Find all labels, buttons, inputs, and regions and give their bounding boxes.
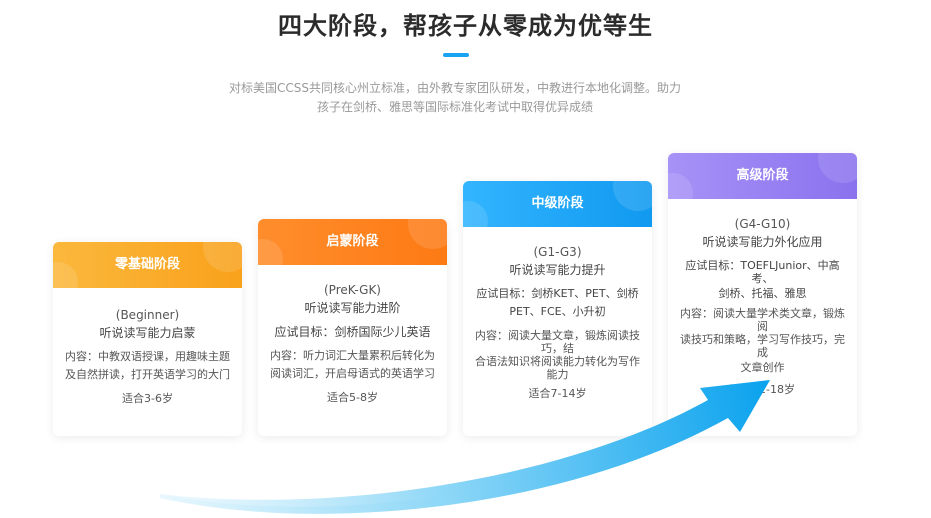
stage-level: (G4-G10) — [734, 217, 791, 231]
stage-content-line: 合语法知识将阅读能力转化为写作 — [475, 355, 640, 368]
stage-content-line: 文章创作 — [740, 361, 785, 374]
stage-content-line: 阅 — [757, 320, 768, 333]
title-underline — [443, 53, 469, 57]
stage-card-body: (Beginner) 听说读写能力启蒙 内容：中教双语授课，用趣味主题 及自然拼… — [53, 306, 242, 408]
stage-content-line: 内容：阅读大量学术类文章，锻炼 — [680, 307, 845, 320]
page-title: 四大阶段，帮孩子从零成为优等生 — [278, 12, 653, 40]
stage-content-line: 阅读词汇，开启母语式的英语学习 — [270, 367, 435, 380]
stage-exam-line: 剑桥、托福、雅思 — [718, 287, 807, 300]
stage-content-line: 巧，结 — [541, 342, 574, 355]
subtitle-line-2: 孩子在剑桥、雅思等国际标准化考试中取得优异成绩 — [316, 100, 593, 114]
stage-card-header: 高级阶段 — [668, 153, 857, 199]
stage-name: 启蒙阶段 — [326, 234, 379, 249]
stage-content-line: 及自然拼读，打开英语学习的大门 — [65, 368, 230, 381]
stage-card-body: (G1-G3) 听说读写能力提升 应试目标：剑桥KET、PET、剑桥 PET、F… — [463, 243, 652, 403]
stage-exam-line: PET、FCE、小升初 — [509, 305, 606, 318]
stage-card-header: 零基础阶段 — [53, 242, 242, 288]
stage-name: 中级阶段 — [531, 196, 584, 211]
stage-content-line: 内容：中教双语授课，用趣味主题 — [65, 350, 230, 363]
stage-card-beginner: 零基础阶段 (Beginner) 听说读写能力启蒙 内容：中教双语授课，用趣味主… — [53, 242, 242, 436]
stage-content-line: 能力 — [546, 368, 569, 381]
stage-name: 高级阶段 — [736, 168, 789, 183]
stage-goal: 听说读写能力外化应用 — [702, 235, 823, 249]
subtitle-line-1: 对标美国CCSS共同核心州立标准，由外教专家团队研发，中教进行本地化调整。助力 — [229, 81, 681, 95]
stage-age: 适合3-6岁 — [122, 392, 173, 405]
stage-content-line: 内容：阅读大量文章，锻炼阅读技 — [475, 329, 640, 342]
page-subtitle: 对标美国CCSS共同核心州立标准，由外教专家团队研发，中教进行本地化调整。助力 … — [215, 79, 695, 117]
stage-card-prek: 启蒙阶段 (PreK-GK) 听说读写能力进阶 应试目标：剑桥国际少儿英语 内容… — [258, 219, 447, 436]
stage-level: (G1-G3) — [533, 245, 582, 259]
stage-exam: 应试目标：剑桥国际少儿英语 — [274, 325, 431, 339]
stage-exam-line: 考、 — [751, 272, 774, 285]
stage-level: (Beginner) — [115, 308, 180, 322]
stage-age: 适合7-14岁 — [528, 387, 587, 400]
stage-level: (PreK-GK) — [324, 283, 381, 297]
stage-card-header: 中级阶段 — [463, 181, 652, 227]
stage-name: 零基础阶段 — [114, 257, 180, 272]
stage-age: 适合5-8岁 — [327, 391, 378, 404]
stage-goal: 听说读写能力启蒙 — [99, 326, 196, 340]
stage-card-body: (PreK-GK) 听说读写能力进阶 应试目标：剑桥国际少儿英语 内容：听力词汇… — [258, 281, 447, 407]
stage-exam-line: 应试目标：TOEFLJunior、中高 — [685, 259, 840, 272]
stage-content-line: 成 — [757, 346, 768, 359]
stage-card-body: (G4-G10) 听说读写能力外化应用 应试目标：TOEFLJunior、中高 … — [668, 215, 857, 399]
stage-goal: 听说读写能力提升 — [509, 263, 606, 277]
stage-card-header: 启蒙阶段 — [258, 219, 447, 265]
stage-card-intermediate: 中级阶段 (G1-G3) 听说读写能力提升 应试目标：剑桥KET、PET、剑桥 … — [463, 181, 652, 436]
stage-content-line: 读技巧和策略，学习写作技巧，完 — [680, 333, 845, 346]
stage-content-line: 内容：听力词汇大量累积后转化为 — [270, 349, 435, 362]
stage-goal: 听说读写能力进阶 — [304, 301, 401, 315]
stage-exam-line: 应试目标：剑桥KET、PET、剑桥 — [476, 287, 639, 300]
